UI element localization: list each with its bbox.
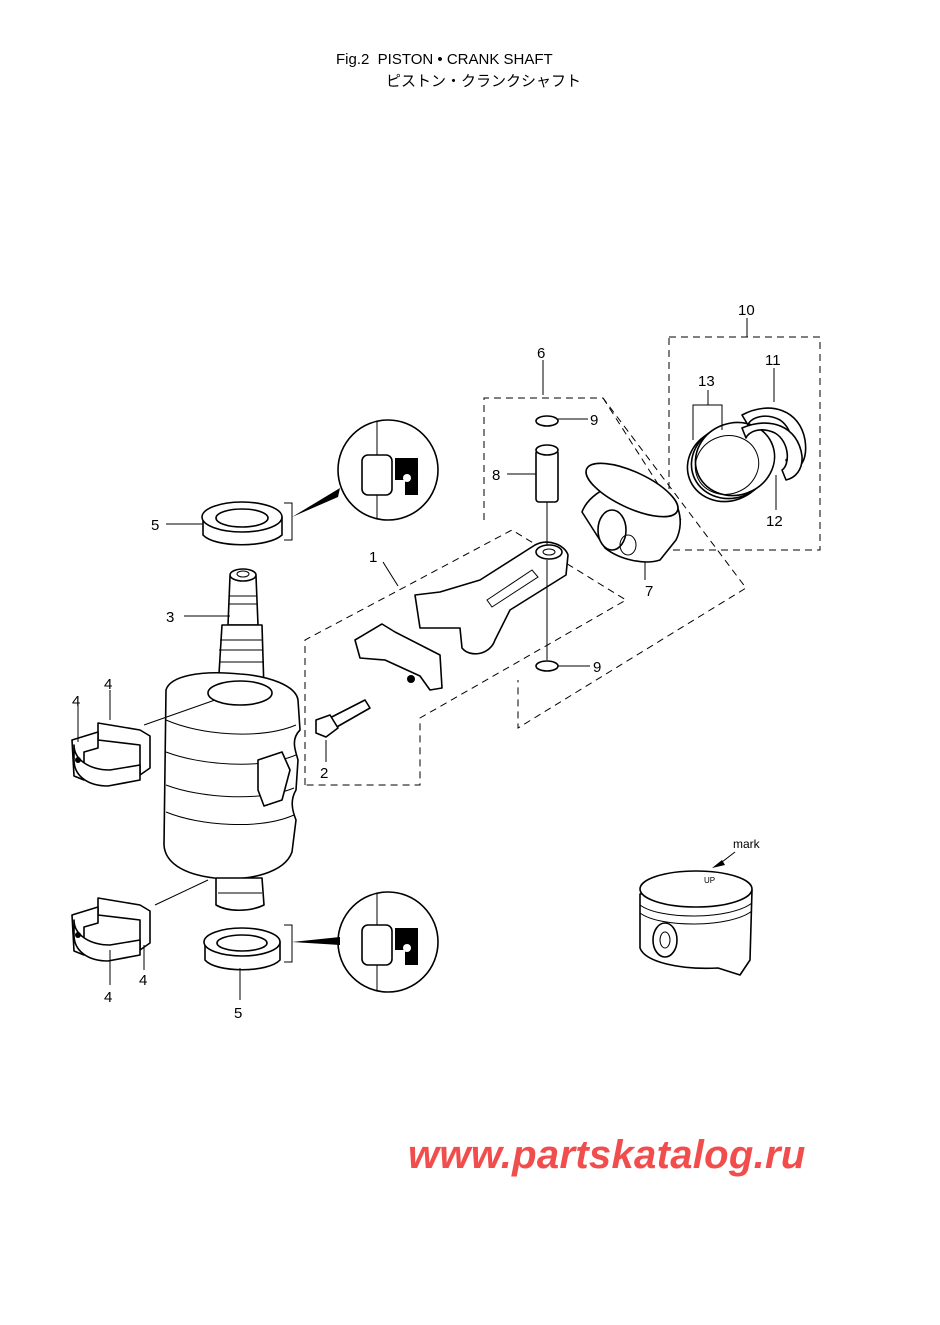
- callout-11: 11: [765, 352, 781, 369]
- oil-seal-upper: [201, 501, 283, 546]
- connecting-rod: [315, 541, 569, 738]
- callout-3: 3: [166, 609, 174, 626]
- oil-seal-lower: [203, 927, 281, 971]
- leader-lines: [77, 318, 777, 1000]
- callout-12: 12: [766, 513, 783, 530]
- callout-10: 10: [738, 302, 755, 319]
- callout-4b: 4: [72, 693, 80, 710]
- group-box-1: [304, 529, 627, 786]
- callout-2: 2: [320, 765, 328, 782]
- piston-ring-set: [686, 407, 807, 503]
- piston: [581, 462, 681, 563]
- callout-4c: 4: [139, 972, 147, 989]
- piston-pin-clip-upper: [535, 415, 559, 427]
- main-bearing-lower: [71, 897, 151, 962]
- callout-9a: 9: [590, 412, 598, 429]
- callout-5a: 5: [151, 517, 159, 534]
- crankshaft: [163, 568, 301, 912]
- callout-7: 7: [645, 583, 653, 600]
- callout-1: 1: [369, 549, 377, 566]
- group-box-10: [668, 336, 821, 551]
- callout-4a: 4: [104, 676, 112, 693]
- piston-pin: [535, 444, 559, 503]
- piston-mark-view: UP: [639, 851, 753, 976]
- callout-6: 6: [537, 345, 545, 362]
- piston-pin-clip-lower: [535, 660, 559, 672]
- seal-detail-inset-upper: [284, 419, 439, 541]
- callouts: 1 2 3 4 4 4 4 5 5 6 7 8 9 9 10 11 12 13 …: [72, 302, 783, 1022]
- seal-detail-inset-lower: [284, 891, 439, 993]
- main-bearing-upper: [71, 722, 151, 787]
- figure-title: Fig.2 PISTON • CRANK SHAFT: [336, 51, 553, 68]
- callout-4d: 4: [104, 989, 112, 1006]
- callout-9b: 9: [593, 659, 601, 676]
- callout-13: 13: [698, 373, 715, 390]
- svg-text:UP: UP: [704, 876, 715, 885]
- watermark-text: www.partskatalog.ru: [408, 1133, 806, 1177]
- callout-5b: 5: [234, 1005, 242, 1022]
- callout-8: 8: [492, 467, 500, 484]
- mark-label: mark: [733, 837, 761, 851]
- figure-subtitle: ピストン・クランクシャフト: [386, 72, 582, 90]
